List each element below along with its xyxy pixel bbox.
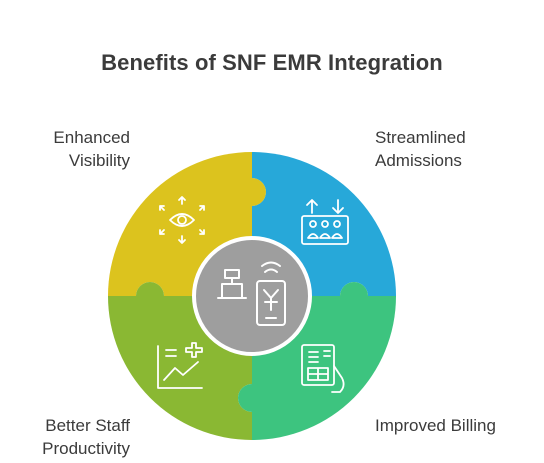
center-hub xyxy=(192,236,312,356)
register-phone-payment-icon xyxy=(217,261,286,326)
label-improved-billing: Improved Billing xyxy=(375,416,496,435)
label-enhanced-visibility: Enhanced Visibility xyxy=(53,128,130,170)
label-streamlined-admissions: Streamlined Admissions xyxy=(375,128,466,170)
invoice-hand-icon xyxy=(301,344,345,393)
label-better-staff-productivity: Better Staff Productivity xyxy=(42,416,130,458)
diagram-title: Benefits of SNF EMR Integration xyxy=(101,50,443,75)
people-up-down-arrows-icon xyxy=(301,199,349,245)
chart-plus-icon xyxy=(157,342,203,389)
eye-arrows-icon xyxy=(159,196,205,244)
